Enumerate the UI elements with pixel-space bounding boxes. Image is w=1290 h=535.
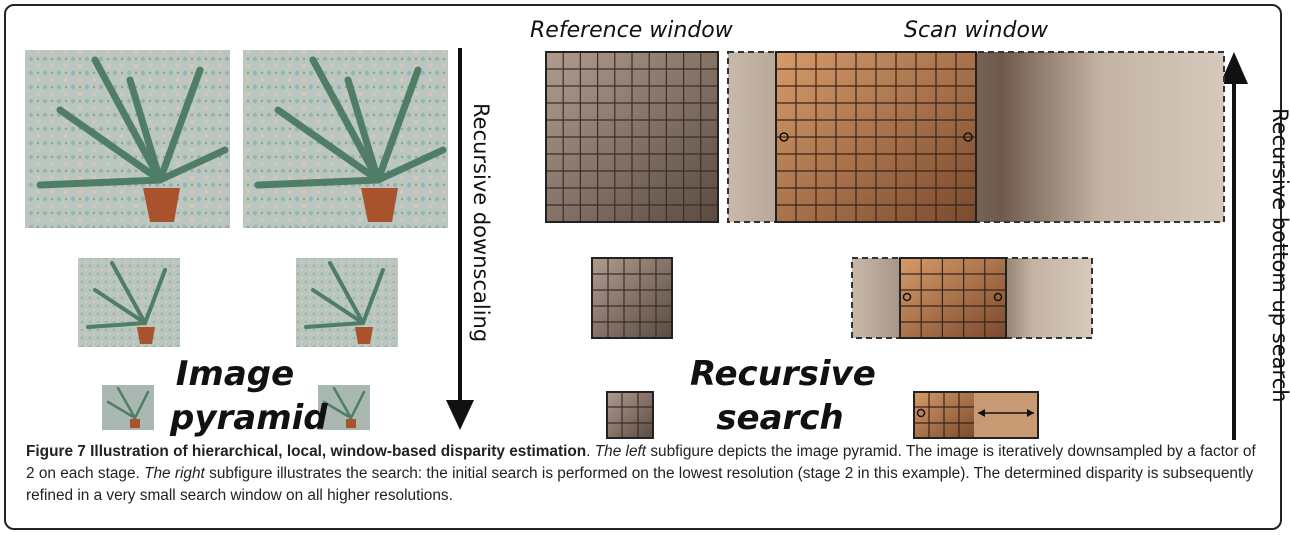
figure-caption: Figure 7 Illustration of hierarchical, l… xyxy=(26,441,1266,507)
downscaling-arrow-head xyxy=(446,400,474,430)
scan-window-level-1 xyxy=(851,257,1093,339)
caption-left-em: The left xyxy=(594,443,647,460)
image-pyramid-label: Image pyramid xyxy=(170,352,328,440)
reference-window-level-0 xyxy=(545,51,719,223)
recursive-search-label: Recursive search xyxy=(690,352,876,440)
pyramid-level-1-right xyxy=(296,258,398,347)
caption-text-1: . xyxy=(586,443,595,460)
pyramid-level-1-left xyxy=(78,258,180,347)
pyramid-level-0-left xyxy=(25,50,230,228)
caption-text-2: subfigure depicts the image pyramid. The… xyxy=(26,443,1256,482)
reference-window-level-2 xyxy=(606,391,654,439)
reference-window-label: Reference window xyxy=(530,18,733,43)
pyramid-level-0-right xyxy=(243,50,448,228)
bottom-up-arrow-head xyxy=(1220,52,1248,84)
pyramid-level-2-left xyxy=(102,385,154,430)
caption-title: Figure 7 Illustration of hierarchical, l… xyxy=(26,443,587,460)
image-pyramid-line2: pyramid xyxy=(170,398,328,438)
caption-right-em: The right xyxy=(144,465,205,482)
recursive-bottom-up-search-label: Recursive bottom up search xyxy=(1268,108,1290,403)
scan-window-level-2 xyxy=(913,391,1039,439)
recursive-downscaling-label: Recursive downscaling xyxy=(469,103,493,343)
pyramid-level-2-right xyxy=(318,385,370,430)
reference-window-level-1 xyxy=(591,257,673,339)
caption-text-3: subfigure illustrates the search: the in… xyxy=(26,465,1254,504)
scan-window-label: Scan window xyxy=(904,18,1048,43)
recursive-search-line1: Recursive xyxy=(690,354,876,394)
scan-window-level-0 xyxy=(727,51,1225,223)
recursive-search-line2: search xyxy=(716,398,844,438)
image-pyramid-line1: Image xyxy=(175,354,295,394)
